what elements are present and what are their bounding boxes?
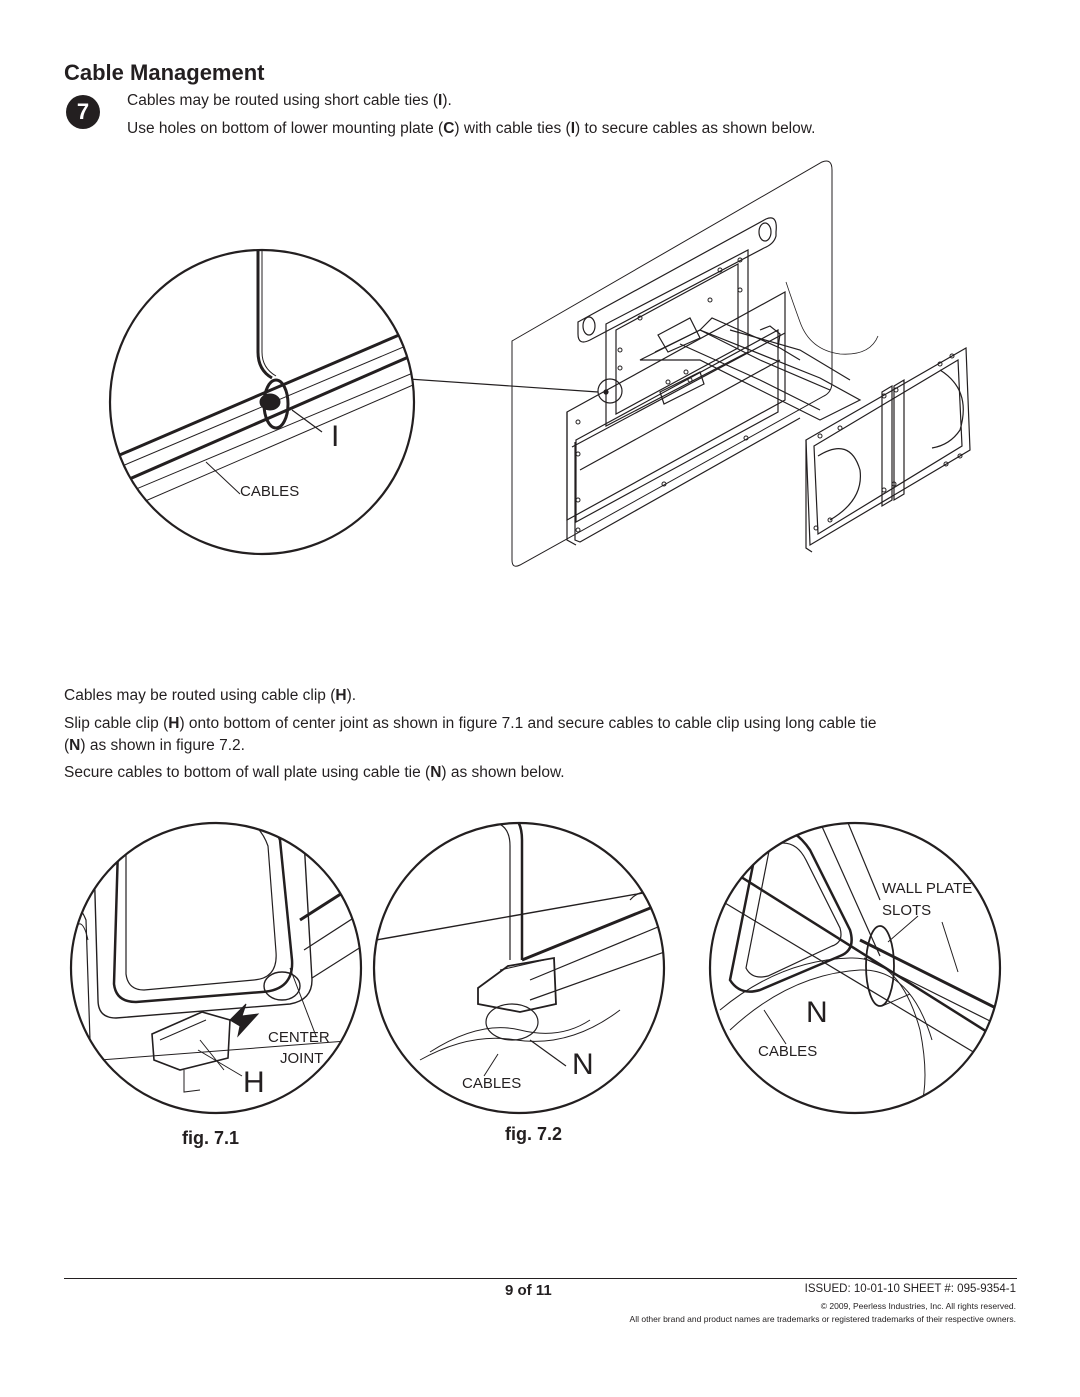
part-ref-n: N: [430, 764, 442, 781]
slots-label: SLOTS: [882, 902, 932, 919]
part-ref-i: I: [438, 92, 443, 109]
step7-line2-b: ) with cable ties (: [454, 120, 571, 137]
callout-letter-i: I: [331, 420, 340, 453]
page-number: 9 of 11: [505, 1282, 552, 1299]
step7-line2: Use holes on bottom of lower mounting pl…: [127, 119, 815, 139]
part-ref-h: H: [168, 715, 180, 732]
clip-para-2-open: (: [64, 737, 70, 754]
step7-line2-c: ) to secure cables as shown below.: [575, 120, 816, 137]
clip-para-2-c: ) as shown in figure 7.2.: [80, 737, 245, 754]
callout-letter-n: N: [806, 996, 828, 1029]
fig-7-1-caption: fig. 7.1: [182, 1128, 240, 1148]
fig-7-1-cable-clip-drawing: [69, 821, 363, 1115]
footer-divider: [64, 1278, 1017, 1279]
clip-para-1-a: Cables may be routed using cable clip (: [64, 687, 336, 704]
part-ref-c: C: [443, 120, 455, 137]
section-title: Cable Management: [64, 60, 265, 85]
clip-para-2-b: ) onto bottom of center joint as shown i…: [179, 715, 877, 732]
trademark-notice: All other brand and product names are tr…: [629, 1314, 1016, 1324]
cables-label: CABLES: [462, 1075, 522, 1092]
clip-para-2-a: Slip cable clip (: [64, 715, 169, 732]
part-ref-h: H: [335, 687, 347, 704]
clip-para-3-b: ) as shown below.: [441, 764, 565, 781]
step7-line2-a: Use holes on bottom of lower mounting pl…: [127, 120, 444, 137]
center-label: CENTER: [268, 1029, 330, 1046]
part-ref-i: I: [570, 120, 576, 137]
clip-para-3: Secure cables to bottom of wall plate us…: [64, 763, 565, 783]
part-ref-n: N: [69, 737, 81, 754]
wall-plate-label: WALL PLATE: [882, 880, 973, 897]
callout-letter-h: H: [243, 1066, 265, 1099]
copyright-notice: © 2009, Peerless Industries, Inc. All ri…: [820, 1301, 1016, 1311]
issued-sheet-info: ISSUED: 10-01-10 SHEET #: 095-9354-1: [804, 1283, 1016, 1295]
step-number-badge: 7: [66, 95, 100, 129]
clip-para-2: Slip cable clip (H) onto bottom of cente…: [64, 714, 877, 734]
fig-7-2-cable-tie-drawing: [372, 821, 666, 1115]
clip-para-1-b: ).: [346, 687, 357, 704]
clip-para-3-a: Secure cables to bottom of wall plate us…: [64, 764, 431, 781]
step7-line1: Cables may be routed using short cable t…: [127, 91, 452, 111]
clip-para-2-cont: (N) as shown in figure 7.2.: [64, 736, 245, 756]
cable-tie-detail: [108, 248, 416, 556]
wall-mount-assembly-drawing: [393, 160, 971, 567]
cables-label: CABLES: [240, 483, 300, 500]
fig-7-3-wall-plate-drawing: [708, 821, 1002, 1115]
cables-label: CABLES: [758, 1043, 818, 1060]
callout-letter-n: N: [572, 1048, 594, 1081]
step7-line1-end: ).: [442, 92, 452, 109]
joint-label: JOINT: [280, 1050, 324, 1067]
fig-7-2-caption: fig. 7.2: [505, 1124, 563, 1144]
step7-line1-text: Cables may be routed using short cable t…: [127, 92, 439, 109]
clip-para-1: Cables may be routed using cable clip (H…: [64, 686, 356, 706]
